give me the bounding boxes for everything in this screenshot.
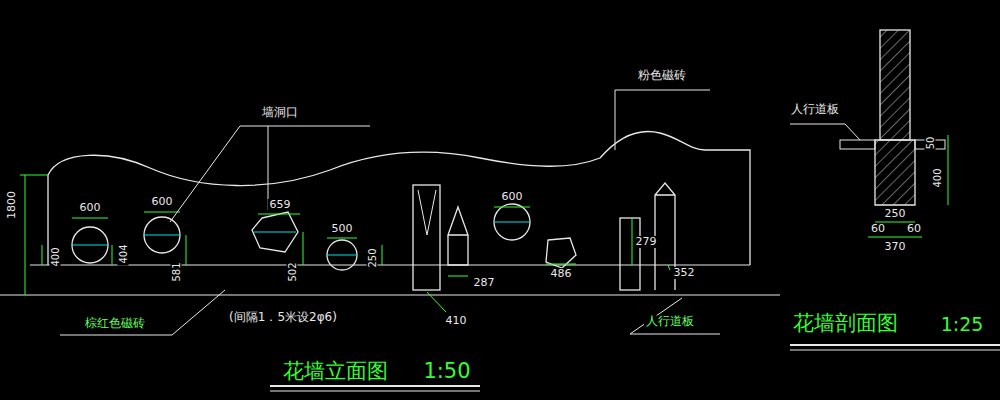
pillar xyxy=(620,218,640,290)
title-underline xyxy=(270,391,480,392)
dimension-line xyxy=(448,276,468,277)
title-underline xyxy=(790,344,1000,346)
leader-line xyxy=(615,90,710,150)
drawing-label: 400 xyxy=(50,245,61,268)
drawing-label: 287 xyxy=(472,277,497,289)
drawing-label: 60 xyxy=(869,223,887,235)
dimension-line xyxy=(632,218,633,265)
drawing-title: 花墙立面图 xyxy=(281,360,390,383)
drawing-label: 581 xyxy=(171,260,182,283)
drawing-label: 60 xyxy=(905,223,923,235)
wall-opening xyxy=(546,238,576,268)
drawing-label: 500 xyxy=(330,223,355,235)
dimension-line xyxy=(144,212,180,213)
wall-section xyxy=(880,30,910,140)
drawing-label: 250 xyxy=(367,246,378,269)
drawing-label: 370 xyxy=(883,241,908,253)
paving-slab xyxy=(840,140,875,149)
title-underline xyxy=(270,385,480,387)
drawing-label: 352 xyxy=(672,267,697,279)
pillar xyxy=(413,185,440,290)
wall-opening xyxy=(72,227,108,263)
dimension-line xyxy=(112,245,113,265)
leader-line xyxy=(268,126,269,210)
center-line xyxy=(327,255,357,256)
dimension-line xyxy=(72,218,108,219)
center-line xyxy=(72,245,108,246)
center-line xyxy=(494,222,530,223)
pillar-mark xyxy=(418,190,436,235)
drawing-label: 600 xyxy=(78,202,103,214)
leader-line xyxy=(630,298,720,334)
wall-outline xyxy=(48,131,750,265)
dimension-line xyxy=(948,135,949,205)
drawing-label: 410 xyxy=(444,315,469,327)
dimension-line xyxy=(668,265,670,270)
dimension-line xyxy=(868,237,922,238)
leader-line xyxy=(240,126,370,127)
wall-opening xyxy=(144,217,180,253)
wall-opening xyxy=(252,212,298,252)
drawing-label: 1800 xyxy=(6,189,18,221)
leader-line xyxy=(790,124,860,140)
drawing-label: 279 xyxy=(634,236,659,248)
dimension-line xyxy=(303,232,304,265)
dimension-line xyxy=(382,245,383,265)
ground-line xyxy=(30,264,750,265)
drawing-label: 墙洞口 xyxy=(260,106,300,119)
footing-section xyxy=(875,140,915,205)
drawing-label: 人行道板 xyxy=(789,103,841,116)
drawing-label: 600 xyxy=(500,191,525,203)
center-line xyxy=(144,235,180,236)
drawing-title: 1:25 xyxy=(939,314,986,335)
title-underline xyxy=(790,350,1000,351)
dimension-line xyxy=(258,214,300,215)
drawing-label: 250 xyxy=(883,208,908,220)
wall-opening xyxy=(327,240,357,270)
drawing-label: (间隔1．5米设2φ6) xyxy=(227,311,339,324)
pillar xyxy=(448,207,468,265)
drawing-title: 1:50 xyxy=(421,360,472,383)
dimension-line xyxy=(494,207,530,208)
dimension-line xyxy=(42,245,43,265)
drawing-label: 人行道板 xyxy=(644,315,696,328)
center-line xyxy=(254,232,296,233)
drawing-label: 棕红色磁砖 xyxy=(83,317,147,330)
drawing-label: 400 xyxy=(932,166,943,189)
drawing-title: 花墙剖面图 xyxy=(791,312,900,335)
drawing-label: 404 xyxy=(118,242,129,265)
dimension-line xyxy=(20,175,48,176)
drawing-label: 659 xyxy=(268,199,293,211)
wall-opening xyxy=(494,204,530,240)
dimension-line xyxy=(186,235,187,265)
leader-line xyxy=(170,126,240,222)
drawing-label: 50 xyxy=(925,135,936,152)
dimension-line xyxy=(25,175,26,295)
leader-line xyxy=(427,292,446,312)
dimension-line xyxy=(546,264,576,265)
dimension-line xyxy=(327,238,357,239)
drawing-label: 502 xyxy=(287,260,298,283)
base-line xyxy=(0,294,780,295)
leader-line xyxy=(60,290,225,335)
drawing-label: 600 xyxy=(150,196,175,208)
drawing-label: 粉色磁砖 xyxy=(636,69,688,82)
drawing-label: 486 xyxy=(549,268,574,280)
